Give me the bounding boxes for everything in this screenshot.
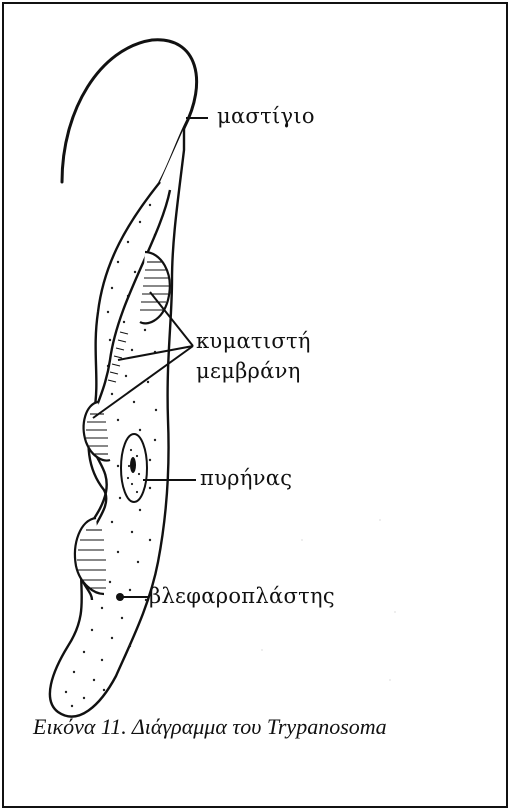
label-undulating-membrane-line2: μεμβράνη bbox=[196, 359, 301, 383]
figure-caption: Εικόνα 11. Διάγραμμα του Trypanosoma bbox=[33, 714, 387, 740]
cell-body bbox=[50, 128, 184, 717]
label-undulating-membrane-line1: κυματιστή bbox=[196, 329, 311, 353]
nucleus bbox=[121, 434, 147, 502]
label-flagellum: μαστίγιο bbox=[217, 104, 315, 128]
label-nucleus: πυρήνας bbox=[200, 466, 292, 490]
label-kinetoplast: βλεφαροπλάστης bbox=[149, 584, 335, 608]
